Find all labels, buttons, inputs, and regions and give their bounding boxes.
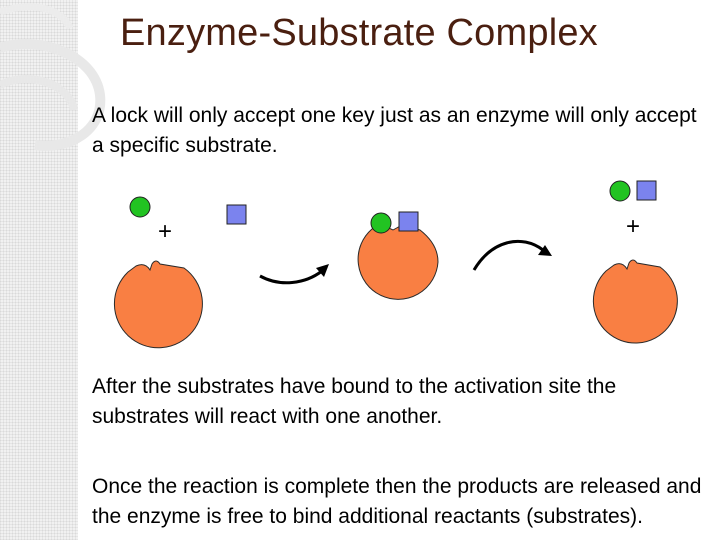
enzyme-1 xyxy=(114,261,202,348)
substrate-square-2 xyxy=(399,212,418,231)
substrate-square-1 xyxy=(227,205,246,224)
plus-sign-2: + xyxy=(626,213,640,240)
plus-sign-1: + xyxy=(158,218,172,245)
paragraph-substrates-react: After the substrates have bound to the a… xyxy=(92,372,712,432)
substrate-circle-1 xyxy=(130,197,150,217)
paragraph-products-released: Once the reaction is complete then the p… xyxy=(92,472,712,532)
enzyme-3 xyxy=(593,260,677,343)
stage-2-enzyme-substrate-complex xyxy=(358,212,438,299)
stage-1-enzyme-and-substrates: + xyxy=(114,197,246,348)
substrate-circle-2 xyxy=(371,213,391,233)
arrow-2 xyxy=(474,241,552,270)
arrow-1 xyxy=(260,264,329,283)
stage-3-released-products: + xyxy=(593,181,677,343)
enzyme-2 xyxy=(358,224,438,299)
product-square xyxy=(637,181,656,200)
product-circle xyxy=(610,181,630,201)
